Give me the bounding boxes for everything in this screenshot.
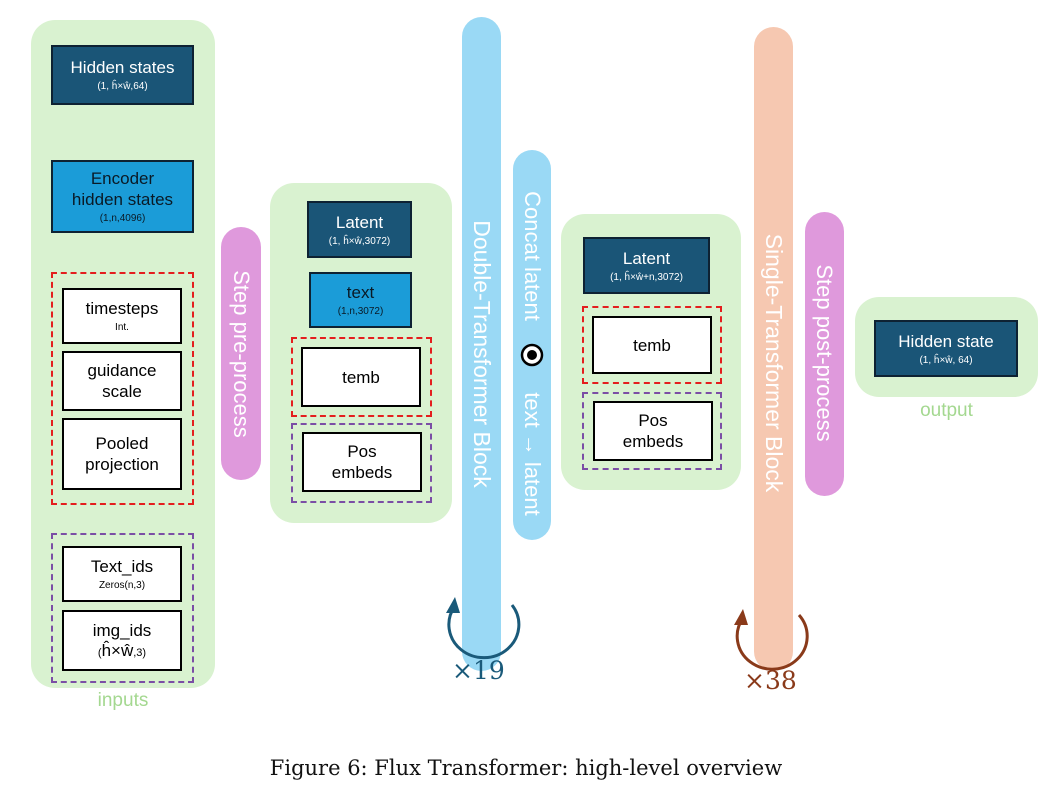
stage1-text-shape: (1,n,3072) (337, 306, 384, 317)
inputs-temb-group (51, 272, 194, 505)
stage1-temb-group (291, 337, 432, 417)
stage2-latent-shape: (1, ĥ×ŵ+n,3072) (610, 271, 683, 283)
single-loop-arrow-icon (734, 609, 809, 671)
stage1-pos-box: Pos embeds (302, 432, 422, 492)
stage2-pos-line2: embeds (622, 432, 684, 451)
img-ids-title: img_ids (92, 621, 152, 640)
img-ids-sub-suffix: ,3) (133, 647, 147, 659)
img-ids-sub: (ĥ×ŵ,3) (98, 641, 146, 661)
timesteps-sub: Int. (115, 322, 129, 333)
inputs-pos-group (51, 533, 194, 683)
stage1-pos-line2: embeds (331, 463, 393, 482)
single-loop-arc (735, 614, 809, 671)
text-ids-box: Text_ids Zeros(n,3) (62, 546, 182, 602)
guidance-box: guidance scale (62, 351, 182, 411)
output-label: output (920, 400, 973, 421)
output-hidden-state-box: Hidden state (1, ĥ×ŵ, 64) (874, 320, 1018, 377)
guidance-line1: guidance (87, 361, 157, 380)
img-ids-box: img_ids (ĥ×ŵ,3) (62, 610, 182, 671)
single-transformer-bar (754, 27, 793, 671)
post-process-pill (805, 212, 844, 496)
hidden-states-box: Hidden states (1, ĥ×ŵ,64) (51, 45, 194, 105)
post-process-label: Step post-process (812, 264, 837, 442)
single-transformer-label: Single-Transformer Block (761, 233, 787, 493)
text-ids-sub: Zeros(n,3) (98, 580, 146, 591)
stage2-latent-title: Latent (622, 248, 671, 268)
stage2-pos-line1: Pos (638, 411, 668, 430)
concat-label-suffix: text → latent (520, 392, 545, 516)
encoder-title-line2: hidden states (71, 190, 174, 209)
timesteps-box: timesteps Int. (62, 288, 182, 344)
pre-process-label: Step pre-process (229, 270, 254, 438)
stage2-pos-box: Pos embeds (593, 401, 713, 461)
stage1-latent-box: Latent (1, ĥ×ŵ,3072) (307, 201, 412, 258)
concat-operator-icon (520, 343, 544, 367)
encoder-hidden-states-box: Encoder hidden states (1,n,4096) (51, 160, 194, 233)
inputs-label: inputs (97, 690, 149, 711)
stage2-temb-group (582, 306, 722, 384)
output-hidden-state-shape: (1, ĥ×ŵ, 64) (919, 354, 973, 366)
hidden-states-title: Hidden states (70, 58, 175, 77)
concat-operator-dot (527, 350, 537, 360)
concat-label-prefix: Concat latent (520, 191, 545, 321)
pooled-line1: Pooled (95, 434, 149, 453)
stage2-temb-label: temb (633, 335, 671, 355)
pooled-line2: projection (85, 455, 159, 474)
single-loop-arrowhead (734, 609, 748, 625)
stage1-pos-line1: Pos (347, 442, 377, 461)
output-hidden-state-title: Hidden state (898, 331, 994, 351)
stage1-pos-group (291, 423, 432, 503)
timesteps-title: timesteps (85, 299, 159, 318)
stage2-temb-box: temb (592, 316, 712, 374)
double-loop-arc (447, 604, 521, 660)
double-transformer-label: Double-Transformer Block (469, 220, 495, 488)
figure-caption: Figure 6: Flux Transformer: high-level o… (269, 756, 783, 780)
encoder-shape: (1,n,4096) (99, 213, 146, 224)
stage1-latent-title: Latent (335, 212, 384, 232)
pooled-box: Pooled projection (62, 418, 182, 490)
encoder-title-line1: Encoder (90, 169, 155, 188)
img-ids-sub-prefix: ( (97, 647, 102, 659)
pre-process-pill (221, 227, 261, 480)
hidden-states-shape: (1, ĥ×ŵ,64) (97, 81, 148, 92)
double-loop-arrowhead (446, 597, 460, 613)
stage2-pos-group (582, 392, 722, 470)
double-transformer-bar (462, 17, 501, 671)
stage1-text-title: text (346, 283, 375, 302)
single-repeat-count: ×38 (744, 666, 797, 695)
double-loop-arrow-icon (446, 597, 521, 660)
stage1-temb-label: temb (342, 367, 380, 387)
stage1-temb-box: temb (301, 347, 421, 407)
img-ids-sub-main: ĥ×ŵ (101, 641, 134, 660)
stage1-text-box: text (1,n,3072) (309, 272, 412, 328)
stage1-latent-shape: (1, ĥ×ŵ,3072) (328, 235, 391, 247)
stage2-latent-box: Latent (1, ĥ×ŵ+n,3072) (583, 237, 710, 294)
double-repeat-count: ×19 (452, 656, 505, 685)
text-ids-title: Text_ids (90, 557, 154, 576)
guidance-line2: scale (102, 382, 142, 401)
